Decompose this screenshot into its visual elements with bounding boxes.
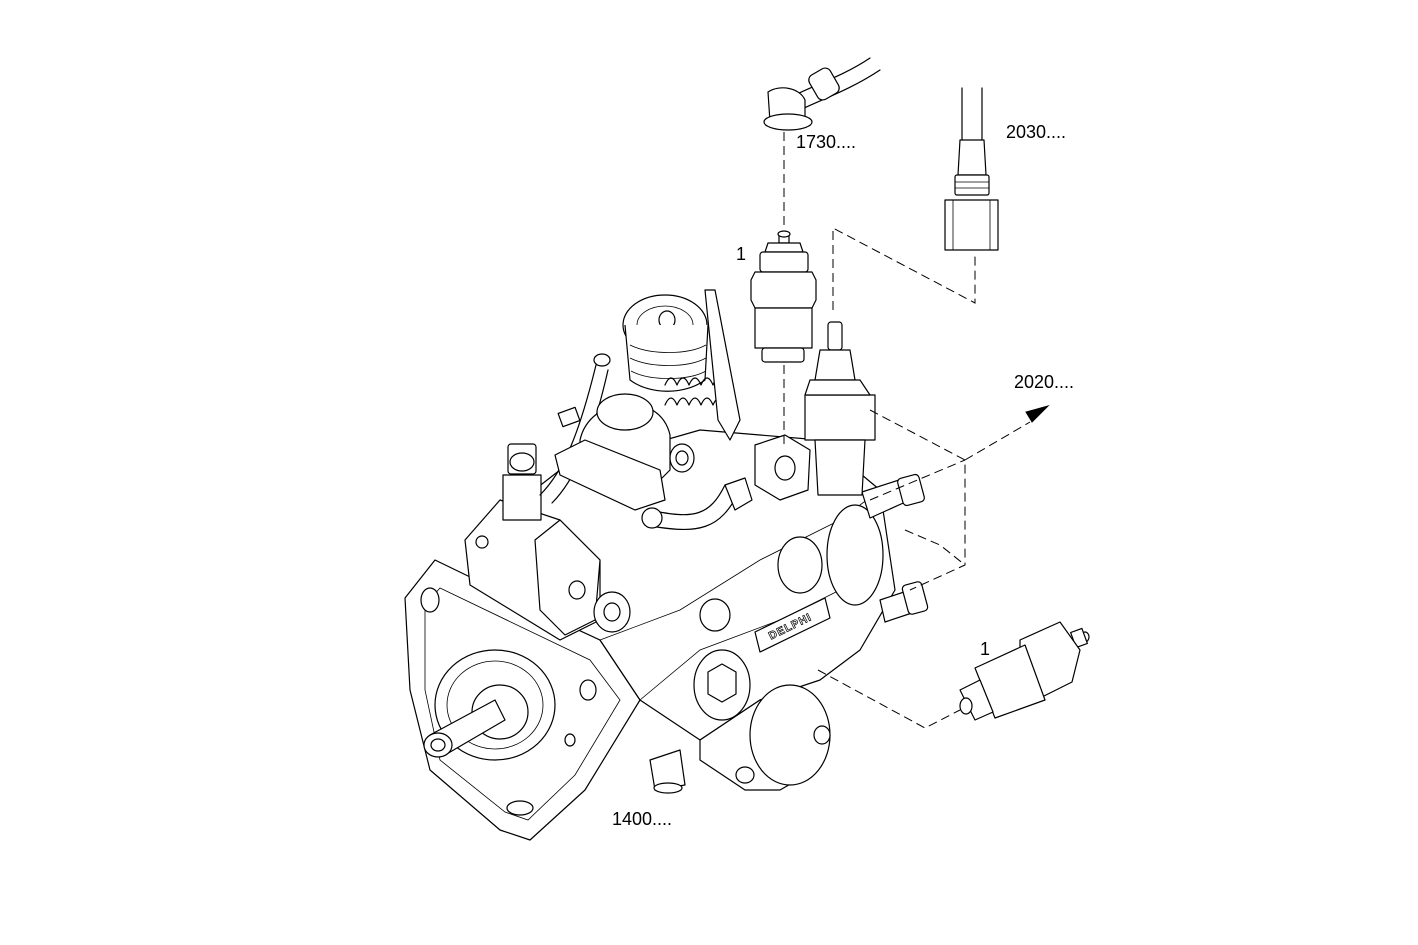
standpipe-fitting [804, 321, 876, 496]
callout-sensor-top: 1 [736, 244, 747, 264]
injection-pump-assembly: DELPHI [404, 289, 929, 841]
callout-sensor-cable: 2030.... [1006, 122, 1067, 142]
callout-sensor-side: 1 [980, 639, 991, 659]
callout-pump-assembly: 1400.... [612, 809, 673, 829]
callout-connector-cap: 1730.... [796, 132, 857, 152]
direction-arrow-icon [1025, 405, 1050, 423]
connector-cap [763, 57, 881, 131]
sensor-cable [944, 87, 999, 251]
sensor-side [959, 621, 1090, 721]
leader-lines [783, 132, 1031, 729]
sensor-top [750, 230, 817, 363]
callout-direction-ref: 2020.... [1014, 372, 1075, 392]
